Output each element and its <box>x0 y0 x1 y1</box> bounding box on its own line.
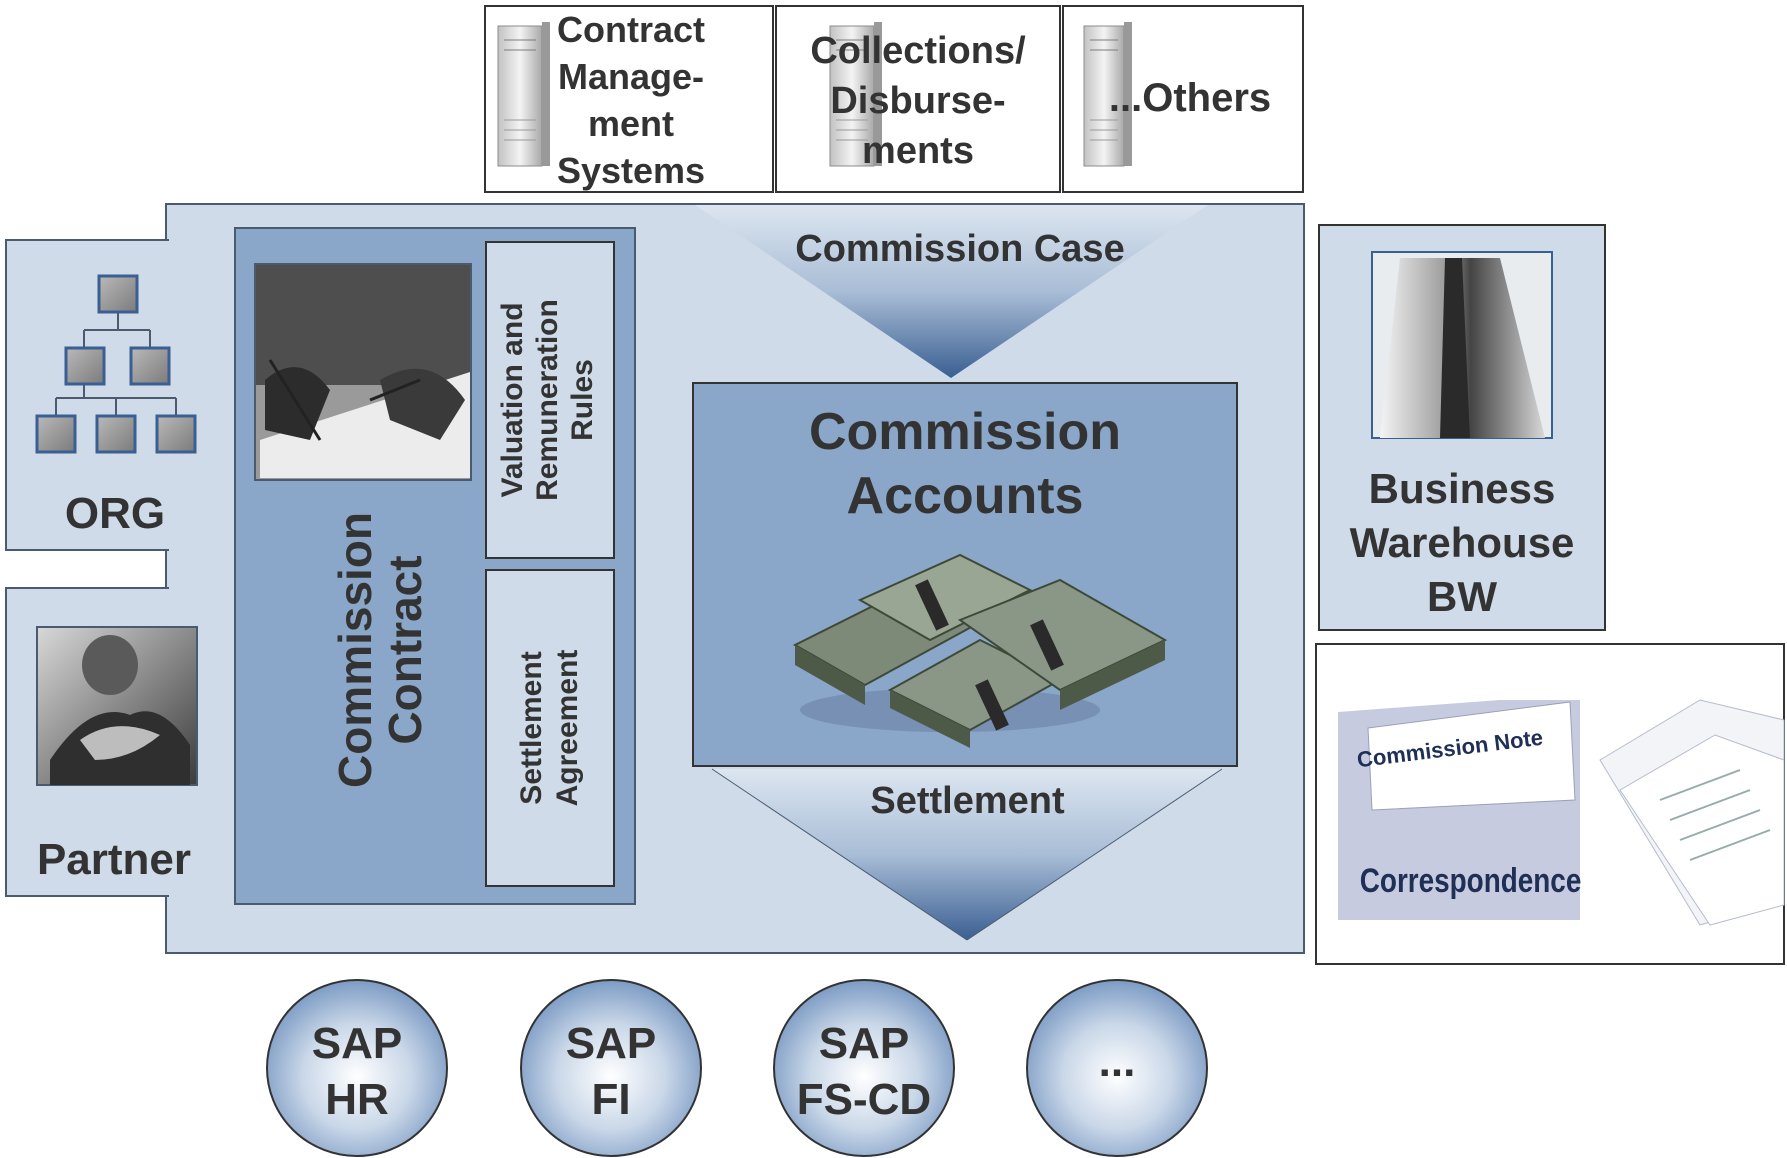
org-label: ORG <box>64 489 166 538</box>
valuation-rules-line: Valuation and <box>496 302 529 498</box>
settlement-label: Settlement <box>870 780 1065 822</box>
source-label-line: ...Others <box>1108 76 1272 120</box>
target-label-hr: SAP HR <box>267 1016 447 1128</box>
source-label-others: ...Others <box>1090 78 1290 118</box>
target-circle-fscd <box>773 979 955 1157</box>
commission-accounts-label: Commission Accounts <box>693 400 1237 528</box>
bw-label-line: Warehouse <box>1349 519 1575 566</box>
target-label-line: FI <box>591 1075 631 1124</box>
settlement-agreement-box <box>485 569 615 887</box>
target-label-fscd: SAP FS-CD <box>774 1016 954 1128</box>
source-label-contract: Contract Manage- ment Systems <box>520 6 742 194</box>
settlement-agreement-line: Settlement <box>515 651 548 805</box>
valuation-rules-box <box>485 241 615 559</box>
target-label-line: SAP <box>311 1019 403 1068</box>
source-label-line: Contract <box>556 9 705 50</box>
target-label-line: ... <box>1098 1037 1136 1086</box>
commission-contract-line: Commission <box>329 511 381 789</box>
commission-accounts-line: Accounts <box>846 467 1084 525</box>
envelope-icon <box>1338 700 1580 920</box>
source-label-line: ment <box>587 103 674 144</box>
signing-photo <box>254 263 472 481</box>
office-tower-photo <box>1371 251 1553 439</box>
target-label-others: ... <box>1027 1040 1207 1084</box>
target-circle-hr <box>266 979 448 1157</box>
bw-label: Business Warehouse BW <box>1319 462 1605 624</box>
target-label-fi: SAP FI <box>521 1016 701 1128</box>
server-icon <box>497 22 550 167</box>
commission-case-label: Commission Case <box>795 228 1125 270</box>
source-label-collections: Collections/ Disburse- ments <box>780 26 1056 176</box>
commission-contract-line: Contract <box>379 555 431 745</box>
source-label-line: ments <box>862 130 974 172</box>
server-icon <box>1083 22 1132 167</box>
target-label-line: FS-CD <box>796 1075 932 1124</box>
source-label-line: Collections/ <box>810 30 1026 72</box>
target-circle-fi <box>520 979 702 1157</box>
target-circle-others <box>1026 979 1208 1157</box>
bw-label-line: Business <box>1368 465 1556 512</box>
server-icon <box>829 22 882 167</box>
documents-icon <box>1599 699 1785 926</box>
settlement-agreement-line: Agreement <box>551 649 584 807</box>
commission-case-arrow <box>695 205 1208 378</box>
handshake-photo <box>36 626 198 786</box>
commission-accounts-line: Commission <box>808 403 1122 461</box>
org-chart-icon <box>35 274 197 454</box>
bw-label-line: BW <box>1427 573 1497 620</box>
org-panel <box>5 239 169 551</box>
source-label-line: Systems <box>556 150 706 191</box>
settlement-arrow <box>712 769 1222 940</box>
source-label-line: Disburse- <box>830 80 1006 122</box>
money-stack-icon <box>792 553 1168 748</box>
valuation-rules-line: Rules <box>566 359 599 441</box>
partner-label: Partner <box>36 835 192 884</box>
target-label-line: SAP <box>818 1019 910 1068</box>
target-label-line: HR <box>325 1075 389 1124</box>
source-box-collections <box>775 5 1061 193</box>
source-label-line: Manage- <box>557 56 705 97</box>
correspondence-label: Correspondence <box>1359 862 1582 900</box>
valuation-rules-line: Remuneration <box>531 299 564 501</box>
target-label-line: SAP <box>565 1019 657 1068</box>
